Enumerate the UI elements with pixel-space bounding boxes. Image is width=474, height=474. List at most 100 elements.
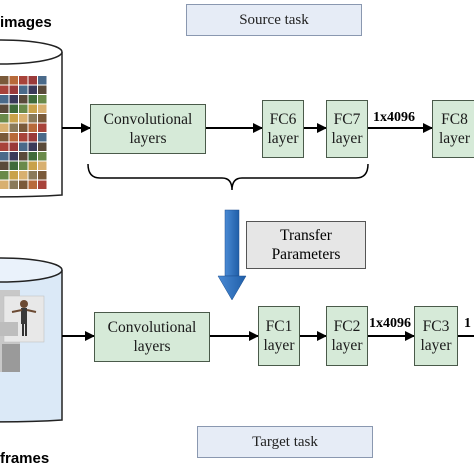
target-fc2-line1: FC2 bbox=[333, 318, 361, 335]
source-conv-layers-box: Convolutional layers bbox=[90, 104, 206, 154]
image-thumbnail bbox=[0, 133, 9, 142]
image-thumbnail bbox=[19, 123, 28, 132]
image-thumbnail bbox=[38, 161, 47, 170]
target-fc1-line2: layer bbox=[263, 337, 295, 354]
images-label: images bbox=[0, 14, 52, 31]
image-thumbnail bbox=[28, 95, 37, 104]
source-fc7-line1: FC7 bbox=[333, 111, 361, 128]
transfer-line2: Parameters bbox=[271, 246, 341, 263]
image-thumbnail bbox=[38, 152, 47, 161]
image-thumbnail bbox=[19, 133, 28, 142]
image-thumbnail bbox=[38, 133, 47, 142]
target-fc1-line1: FC1 bbox=[265, 318, 293, 335]
image-thumbnail bbox=[9, 171, 18, 180]
image-thumbnail bbox=[38, 76, 47, 85]
image-thumbnail bbox=[28, 104, 37, 113]
image-thumbnail bbox=[38, 95, 47, 104]
target-fc3-line2: layer bbox=[420, 337, 452, 354]
image-thumbnail bbox=[28, 133, 37, 142]
image-thumbnail bbox=[9, 133, 18, 142]
image-thumbnail bbox=[38, 171, 47, 180]
target-conv-layers-box: Convolutional layers bbox=[94, 312, 210, 362]
transfer-down-arrow bbox=[217, 209, 247, 301]
image-thumbnail bbox=[28, 180, 37, 189]
image-thumbnail bbox=[38, 114, 47, 123]
target-dim-label: 1x4096 bbox=[369, 316, 411, 331]
image-thumbnail bbox=[9, 95, 18, 104]
image-thumbnail bbox=[9, 123, 18, 132]
image-thumbnail bbox=[19, 114, 28, 123]
source-fc8-box: FC8 layer bbox=[432, 100, 474, 158]
image-thumbnail bbox=[9, 152, 18, 161]
source-task-box: Source task bbox=[186, 4, 362, 36]
source-fc8-line2: layer bbox=[439, 130, 470, 147]
image-thumbnail bbox=[0, 95, 9, 104]
shared-layers-bracket bbox=[87, 163, 369, 191]
image-thumbnail bbox=[19, 171, 28, 180]
image-thumbnails-grid bbox=[0, 76, 47, 189]
source-fc8-line1: FC8 bbox=[441, 111, 468, 128]
image-thumbnail bbox=[38, 123, 47, 132]
target-conv-line2: layers bbox=[133, 338, 171, 355]
source-conv-line2: layers bbox=[129, 130, 167, 147]
target-fc3-box: FC3 layer bbox=[414, 306, 458, 366]
image-thumbnail bbox=[38, 85, 47, 94]
target-fc1-box: FC1 layer bbox=[258, 306, 300, 366]
image-thumbnail bbox=[28, 142, 37, 151]
image-thumbnail bbox=[28, 123, 37, 132]
image-thumbnail bbox=[0, 180, 9, 189]
source-dim-label: 1x4096 bbox=[373, 110, 415, 125]
image-thumbnail bbox=[19, 152, 28, 161]
transfer-parameters-box: Transfer Parameters bbox=[246, 221, 366, 269]
image-thumbnail bbox=[19, 95, 28, 104]
image-thumbnail bbox=[0, 152, 9, 161]
source-fc7-box: FC7 layer bbox=[326, 100, 368, 158]
image-thumbnail bbox=[0, 171, 9, 180]
source-conv-line1: Convolutional bbox=[103, 111, 193, 128]
image-thumbnail bbox=[9, 76, 18, 85]
image-thumbnail bbox=[28, 152, 37, 161]
target-conv-line1: Convolutional bbox=[107, 319, 197, 336]
image-thumbnail bbox=[19, 104, 28, 113]
target-fc2-line2: layer bbox=[331, 337, 363, 354]
image-thumbnail bbox=[19, 180, 28, 189]
target-output-dim-label: 1 bbox=[464, 316, 471, 331]
image-thumbnail bbox=[38, 180, 47, 189]
image-thumbnail bbox=[9, 161, 18, 170]
image-thumbnail bbox=[38, 142, 47, 151]
image-thumbnail bbox=[19, 76, 28, 85]
image-thumbnail bbox=[19, 142, 28, 151]
image-thumbnail bbox=[9, 104, 18, 113]
image-thumbnail bbox=[9, 142, 18, 151]
image-thumbnail bbox=[0, 114, 9, 123]
image-thumbnail bbox=[0, 76, 9, 85]
image-thumbnail bbox=[9, 114, 18, 123]
target-fc2-box: FC2 layer bbox=[326, 306, 368, 366]
image-thumbnail bbox=[28, 76, 37, 85]
image-thumbnail bbox=[0, 85, 9, 94]
source-fc6-box: FC6 layer bbox=[262, 100, 304, 158]
image-thumbnail bbox=[9, 180, 18, 189]
source-fc6-line1: FC6 bbox=[269, 111, 297, 128]
image-thumbnail bbox=[28, 161, 37, 170]
image-thumbnail bbox=[28, 85, 37, 94]
image-thumbnail bbox=[28, 171, 37, 180]
target-fc3-line1: FC3 bbox=[422, 318, 450, 335]
image-thumbnail bbox=[0, 123, 9, 132]
image-thumbnail bbox=[19, 161, 28, 170]
image-thumbnail bbox=[28, 114, 37, 123]
image-thumbnail bbox=[0, 104, 9, 113]
image-thumbnail bbox=[0, 161, 9, 170]
frames-label: frames bbox=[0, 450, 50, 467]
image-thumbnail bbox=[0, 142, 9, 151]
image-thumbnail bbox=[9, 85, 18, 94]
image-thumbnail bbox=[38, 104, 47, 113]
transfer-line1: Transfer bbox=[280, 227, 332, 244]
video-frame-thumbnails bbox=[0, 290, 45, 372]
image-thumbnail bbox=[19, 85, 28, 94]
source-fc7-line2: layer bbox=[331, 130, 363, 147]
target-task-box: Target task bbox=[197, 426, 373, 458]
source-fc6-line2: layer bbox=[267, 130, 299, 147]
